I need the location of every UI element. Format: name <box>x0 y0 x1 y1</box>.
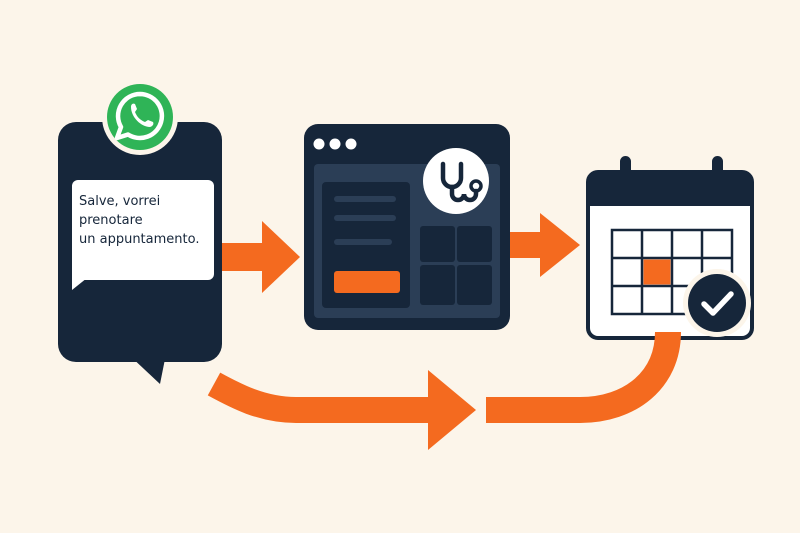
whatsapp-icon <box>102 79 178 155</box>
check-icon <box>683 269 751 337</box>
calendar-ring <box>620 156 631 192</box>
return-arrow <box>207 331 681 450</box>
message-bubble <box>72 180 214 290</box>
arrow-chat-to-app <box>222 221 300 293</box>
grid-panel <box>420 226 492 305</box>
form-line <box>334 196 396 202</box>
window-dot <box>329 138 341 150</box>
chat-message-line: Salve, vorrei <box>79 194 161 209</box>
grid-tile <box>420 226 455 262</box>
message-bubble-tail <box>72 266 92 290</box>
calendar-ring <box>712 156 723 192</box>
form-line <box>334 239 392 245</box>
chat-message-line: prenotare <box>79 213 143 228</box>
chat-bubble <box>58 122 222 384</box>
clinic-app-window <box>304 124 510 330</box>
chat-message-text: Salve, vorrei prenotare un appuntamento. <box>79 192 213 249</box>
form-line <box>334 215 396 221</box>
window-dot <box>345 138 357 150</box>
window-dot <box>313 138 325 150</box>
form-panel <box>322 182 410 308</box>
stethoscope-icon <box>423 148 489 214</box>
chat-bubble-tail <box>128 354 166 384</box>
booked-day <box>643 259 671 285</box>
grid-tile <box>457 226 492 262</box>
message-bubble-body <box>72 180 214 280</box>
arrow-app-to-calendar <box>510 213 580 277</box>
grid-tile <box>457 265 492 305</box>
chat-message-line: un appuntamento. <box>79 232 200 247</box>
grid-tile <box>420 265 455 305</box>
submit-button-shape <box>334 271 400 293</box>
